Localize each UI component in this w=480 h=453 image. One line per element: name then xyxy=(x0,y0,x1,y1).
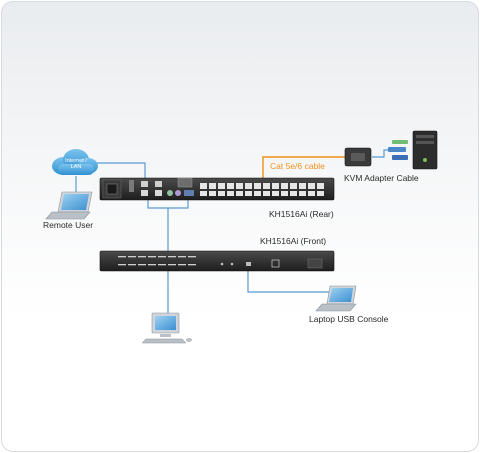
remote-user-label: Remote User xyxy=(43,220,94,230)
cloud-label: Internet / LAN xyxy=(65,158,87,170)
laptop-usb-console-icon xyxy=(315,285,357,312)
laptop-console-label: Laptop USB Console xyxy=(309,314,389,324)
cable-rear-to-local-console xyxy=(147,200,189,209)
daisy-chain-port-icon xyxy=(177,177,193,188)
cable-internet-to-rear xyxy=(92,162,146,178)
lan-port-2-icon xyxy=(155,181,162,187)
power-switch-icon xyxy=(129,180,134,192)
cloud-icon xyxy=(52,149,98,175)
cable-front-usb-to-laptop xyxy=(247,268,330,293)
front-led-2-icon xyxy=(230,262,234,266)
kvm-switch-front xyxy=(99,250,335,272)
lan-port-icon xyxy=(141,181,148,187)
adapter-connectors-icon xyxy=(388,140,408,160)
kvm-adapter-cable-icon xyxy=(344,147,372,167)
local-console-pc-icon xyxy=(141,312,192,344)
ps2-port-purple-icon xyxy=(175,190,181,196)
reset-button-icon xyxy=(271,259,280,268)
front-panel-display-icon xyxy=(307,258,323,269)
kvm-switch-rear xyxy=(99,177,335,201)
port-leds-row-1 xyxy=(118,256,196,258)
front-led-icon xyxy=(220,262,224,266)
cat-cable xyxy=(262,156,345,186)
front-device-label: KH1516Ai (Front) xyxy=(260,236,327,246)
usb-port-icon xyxy=(246,262,251,266)
vga-port-icon xyxy=(184,190,194,196)
adapter-label: KVM Adapter Cable xyxy=(344,173,419,183)
port-leds-row-2 xyxy=(118,264,196,266)
rj45-ports xyxy=(200,183,324,196)
remote-user-laptop-icon xyxy=(45,191,93,220)
ps2-port-green-icon xyxy=(167,190,173,196)
rear-device-label: KH1516Ai (Rear) xyxy=(269,209,334,219)
cable-label: Cat 5e/6 cable xyxy=(270,161,325,171)
server-computer-icon xyxy=(412,130,438,170)
